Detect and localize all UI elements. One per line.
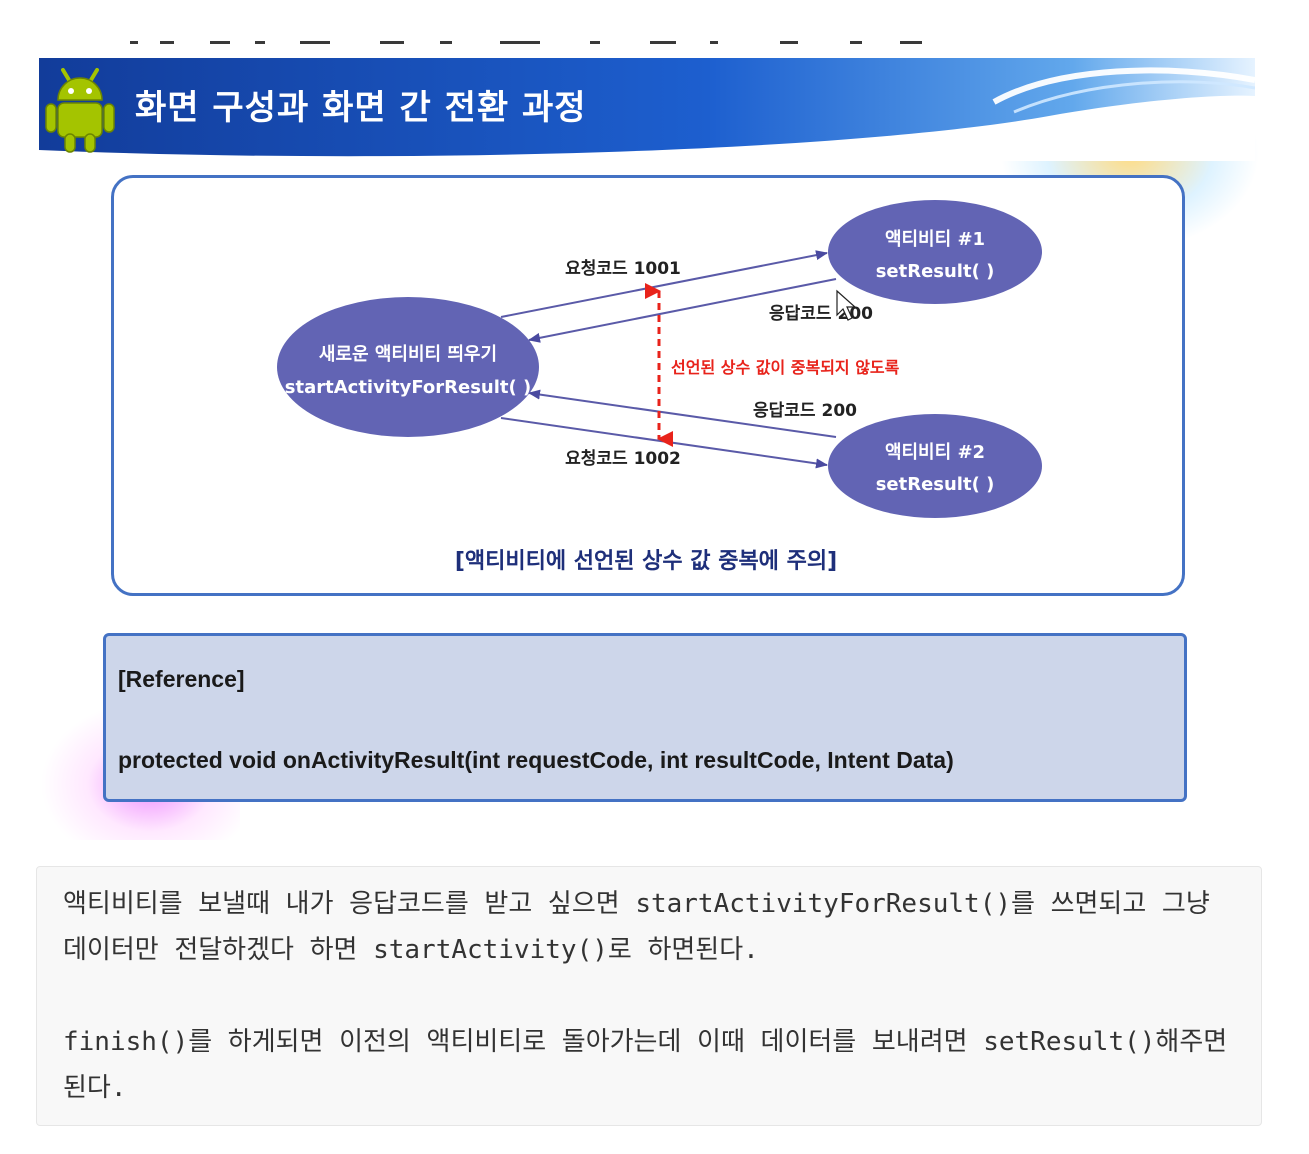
note-block: 액티비티를 보낼때 내가 응답코드를 받고 싶으면 startActivityF… xyxy=(36,866,1262,1126)
node-activity-2-line2: setResult( ) xyxy=(876,474,995,495)
node-new-activity xyxy=(277,297,539,437)
label-request-1001: 요청코드 1001 xyxy=(565,258,681,279)
label-response-1: 응답코드 200 xyxy=(769,304,873,324)
reference-label: [Reference] xyxy=(118,666,245,692)
activity-flow-diagram: 새로운 액티비티 띄우기 startActivityForResult( ) 액… xyxy=(277,200,1042,574)
title-banner: 화면 구성과 화면 간 전환 과정 xyxy=(39,58,1255,161)
mouse-cursor-icon xyxy=(836,289,857,321)
cropped-text-remnant xyxy=(90,38,940,48)
android-robot-icon xyxy=(45,68,115,153)
label-request-1002: 요청코드 1002 xyxy=(565,448,681,469)
note-paragraph-1: 액티비티를 보낼때 내가 응답코드를 받고 싶으면 startActivityF… xyxy=(63,889,1226,965)
diagram-caption: [액티비티에 선언된 상수 값 중복에 주의] xyxy=(455,549,837,574)
warning-label: 선언된 상수 값이 중복되지 않도록 xyxy=(671,358,900,377)
node-new-activity-line2: startActivityForResult( ) xyxy=(285,377,531,398)
slide-title: 화면 구성과 화면 간 전환 과정 xyxy=(135,88,587,128)
banner-graphic xyxy=(39,58,1255,161)
reference-signature: protected void onActivityResult(int requ… xyxy=(118,747,954,773)
node-new-activity-line1: 새로운 액티비티 띄우기 xyxy=(319,344,497,365)
node-activity-1-line1: 액티비티 #1 xyxy=(885,229,985,250)
node-activity-2-line1: 액티비티 #2 xyxy=(885,442,985,463)
node-activity-1-line2: setResult( ) xyxy=(876,261,995,282)
node-activity-2 xyxy=(828,414,1042,518)
response-arrow-1 xyxy=(528,278,837,343)
reference-box: [Reference] protected void onActivityRes… xyxy=(103,633,1187,802)
node-activity-1 xyxy=(828,200,1042,304)
response-arrow-2 xyxy=(528,389,837,438)
note-paragraph-2: finish()를 하게되면 이전의 액티비티로 돌아가는데 이때 데이터를 보… xyxy=(63,1027,1228,1103)
label-response-2: 응답코드 200 xyxy=(753,401,857,421)
